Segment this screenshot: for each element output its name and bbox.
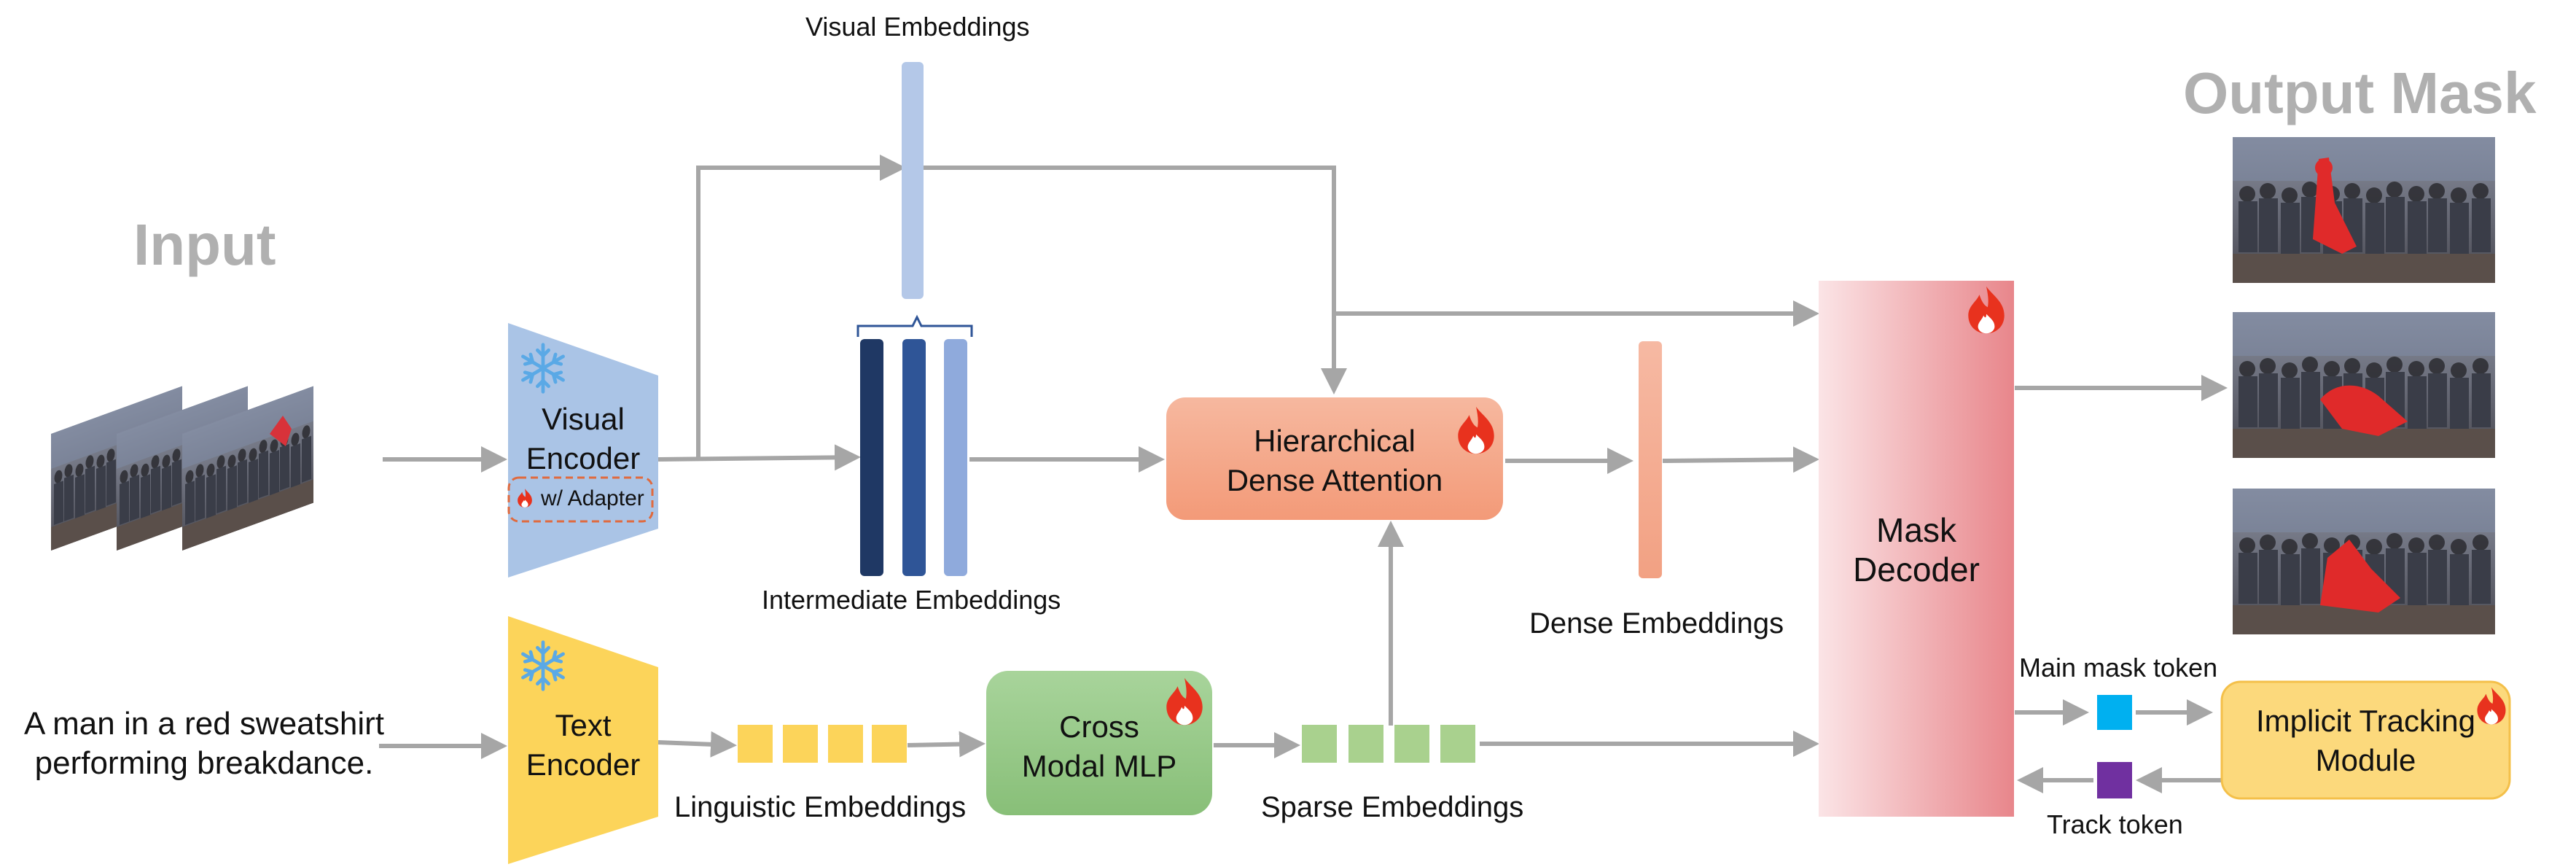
main-mask-token [2097,695,2132,730]
visual-encoder-line-2: Encoder [526,441,641,475]
text-encoder-line-1: Text [555,708,612,742]
main-mask-token-label: Main mask token [2019,653,2218,683]
tracking-box [2220,680,2511,800]
sparse-embeddings-label: Sparse Embeddings [1261,791,1524,823]
intermediate-brace [856,314,973,337]
tracking-line-1: Implicit Tracking [2255,704,2476,738]
visual-embeddings-bar [902,62,924,299]
input-video-frames [51,386,313,551]
output-mask-2 [2233,312,2495,458]
input-title: Input [133,212,276,277]
hda-line-1: Hierarchical [1254,424,1416,458]
adapter-label: w/ Adapter [541,486,644,510]
hda-box [1166,397,1503,520]
dense-embeddings-label: Dense Embeddings [1529,607,1784,639]
mask-decoder-label: Mask Decoder [1819,510,2014,589]
output-title: Output Mask [2183,61,2537,125]
cross-modal-line-2: Modal MLP [1021,749,1177,783]
visual-encoder-shape [508,323,658,578]
text-prompt-line-1: A man in a red sweatshirt [23,706,384,742]
intermediate-bar-3 [944,339,967,576]
linguistic-embeddings [738,725,907,763]
text-prompt: A man in a red sweatshirt performing bre… [15,704,394,783]
tracking-line-2: Module [2315,743,2416,777]
mask-decoder-box [1819,281,2014,817]
track-token-label: Track token [2047,809,2183,839]
mask-decoder-line-2: Decoder [1853,551,1980,588]
text-encoder-shape [508,616,658,864]
dense-embeddings-bar [1639,341,1662,578]
linguistic-embeddings-label: Linguistic Embeddings [674,791,967,823]
intermediate-embeddings-label: Intermediate Embeddings [762,585,1061,615]
intermediate-bar-2 [902,339,926,576]
output-mask-3 [2233,489,2495,634]
hda-line-2: Dense Attention [1226,463,1443,497]
text-encoder-line-2: Encoder [526,747,641,782]
visual-encoder-line-1: Visual [542,402,625,436]
track-token [2097,762,2132,798]
cross-modal-box [986,671,1212,815]
output-mask-1 [2233,137,2495,283]
text-prompt-line-2: performing breakdance. [34,745,374,781]
adapter-box [507,476,654,523]
sparse-embeddings [1302,725,1475,763]
mask-decoder-line-1: Mask [1876,511,1956,549]
tracking-label: Implicit Tracking Module [2222,701,2510,780]
cross-modal-line-1: Cross [1059,709,1139,744]
visual-encoder-label: Visual Encoder [508,400,658,478]
cross-modal-label: Cross Modal MLP [986,707,1212,786]
text-encoder-label: Text Encoder [508,706,658,785]
visual-embeddings-label: Visual Embeddings [805,12,1030,42]
hda-label: Hierarchical Dense Attention [1166,421,1503,500]
intermediate-bar-1 [860,339,883,576]
